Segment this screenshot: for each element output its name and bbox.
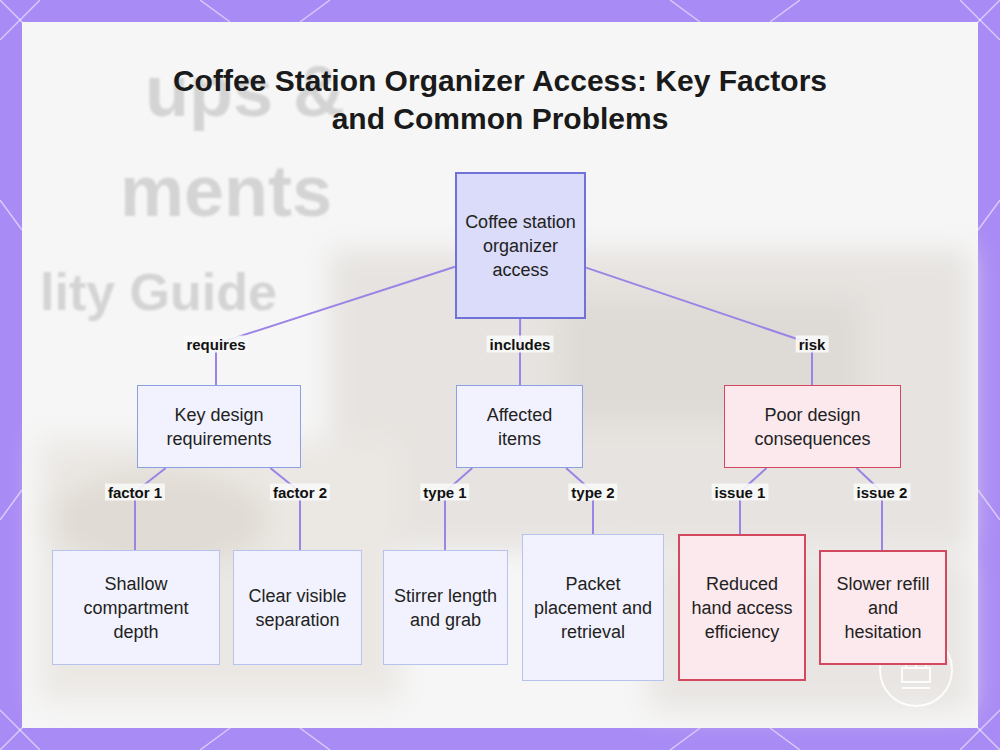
edge-label: includes [487, 336, 554, 353]
edge-label: requires [183, 336, 248, 353]
node-text: Affected items [465, 403, 574, 451]
edge-label: type 1 [420, 484, 469, 501]
tree-connector [857, 468, 882, 550]
tree-connector [586, 268, 812, 385]
edge-label: risk [796, 336, 829, 353]
process-box: Clear visible separation [233, 550, 362, 665]
process-box: Affected items [456, 385, 583, 468]
process-box: Stirrer length and grab [383, 550, 508, 665]
process-box: Poor design consequences [724, 385, 901, 468]
tree-connector [270, 468, 300, 550]
tree-connector [445, 468, 472, 550]
node-text: Stirrer length and grab [392, 584, 499, 632]
edge-label: factor 1 [105, 484, 165, 501]
content-panel [22, 22, 978, 728]
node-text: Packet placement and retrieval [531, 572, 655, 644]
blurred-photo [40, 250, 970, 710]
edge-label: factor 2 [270, 484, 330, 501]
process-box: Key design requirements [137, 385, 301, 468]
process-box: Reduced hand access efficiency [678, 534, 806, 681]
process-box: Packet placement and retrieval [522, 534, 664, 681]
edge-label: type 2 [568, 484, 617, 501]
process-box: Coffee station organizer access [455, 172, 586, 319]
node-text: Slower refill and hesitation [829, 572, 937, 644]
diagram-title: Coffee Station Organizer Access: Key Fac… [150, 62, 850, 138]
node-text: Reduced hand access efficiency [688, 572, 796, 644]
tree-connector [135, 468, 166, 550]
node-text: Shallow compartment depth [61, 572, 211, 644]
tree-connector [740, 468, 767, 534]
process-box: Slower refill and hesitation [819, 550, 947, 665]
node-text: Coffee station organizer access [465, 210, 576, 282]
node-text: Poor design consequences [733, 403, 892, 451]
watermark-text: ments [120, 150, 332, 232]
node-text: Clear visible separation [242, 584, 353, 632]
watermark-text: lity Guide [40, 262, 277, 322]
process-box: Shallow compartment depth [52, 550, 220, 665]
edge-label: issue 1 [712, 484, 769, 501]
tree-connector [566, 468, 593, 534]
node-text: Key design requirements [146, 403, 292, 451]
edge-label: issue 2 [854, 484, 911, 501]
